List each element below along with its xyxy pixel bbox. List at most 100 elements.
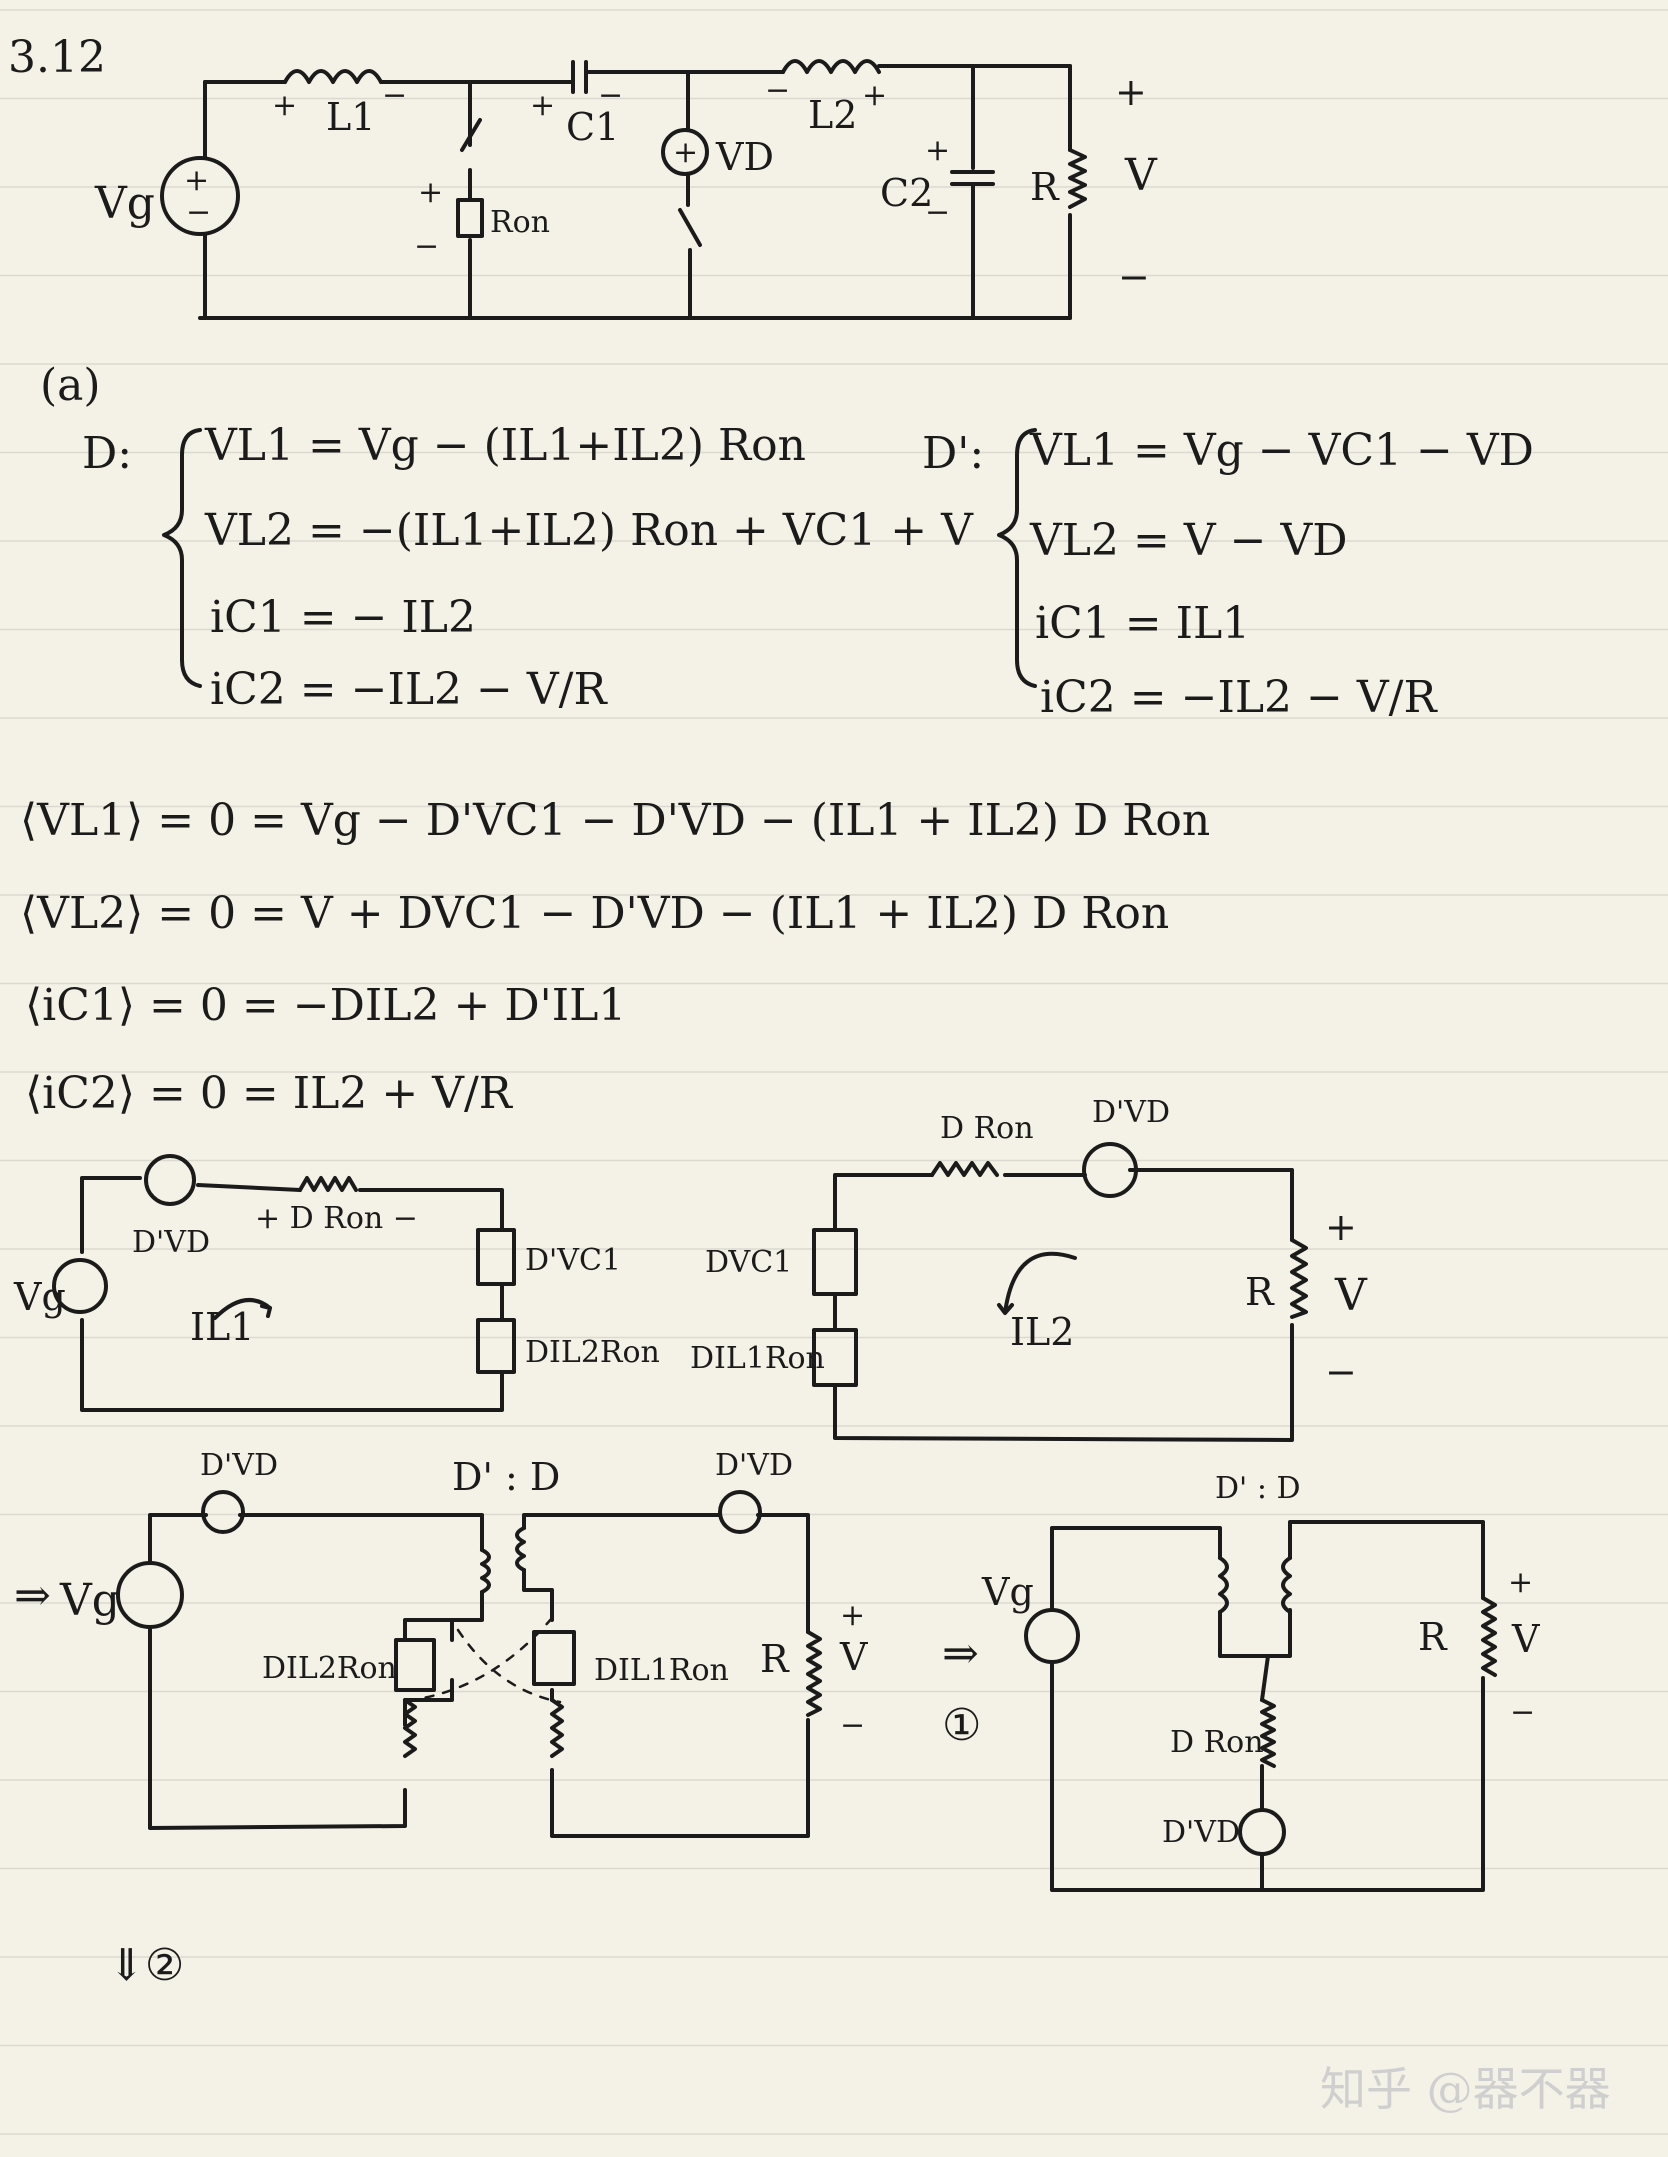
- left-src2-symbol: [476, 1228, 516, 1286]
- tx-src-left-label: D'VD: [200, 1448, 278, 1483]
- label-vg: Vg: [94, 178, 155, 229]
- d-eq-3: iC1 = − IL2: [210, 592, 476, 643]
- label-vd: VD: [715, 135, 774, 179]
- problem-number: 3.12: [8, 32, 106, 83]
- interval-d-brace: [162, 428, 202, 688]
- label-c2: C2: [880, 171, 933, 215]
- tx-out-plus: +: [840, 1598, 865, 1633]
- c1-minus: −: [598, 78, 623, 113]
- tx-primary-coil: [480, 1548, 491, 1594]
- vg-minus: −: [186, 195, 211, 230]
- vd-source-sign: +: [673, 135, 698, 170]
- final-out-minus: −: [1510, 1695, 1535, 1730]
- left-src2-label: D'VC1: [525, 1243, 621, 1278]
- dp-eq-3: iC1 = IL1: [1035, 598, 1250, 649]
- final-loop-wire: [1050, 1520, 1485, 1892]
- final-model-circuit: ⇒ ① Vg D' : D D Ron D'VD R + V −: [942, 1471, 1540, 1892]
- tx-vg-label: Vg: [59, 1575, 120, 1626]
- tx-dep-right-symbol: [532, 1630, 576, 1686]
- final-vg-symbol: [1024, 1608, 1080, 1664]
- d-eq-2: VL2 = −(IL1+IL2) Ron + VC1 + V: [204, 505, 974, 556]
- final-out-plus: +: [1508, 1565, 1533, 1600]
- right-src1-label: D'VD: [1092, 1095, 1170, 1130]
- left-vg-label: Vg: [13, 1275, 66, 1319]
- right-src3-label: DIL1Ron: [690, 1341, 825, 1376]
- dp-eq-2: VL2 = V − VD: [1029, 515, 1348, 566]
- left-vg-symbol: [52, 1258, 108, 1314]
- avg-eq-2: ⟨VL2⟩ = 0 = V + DVC1 − D'VD − (IL1 + IL2…: [20, 888, 1169, 939]
- capacitor-c1-symbol: [571, 60, 588, 94]
- tx-load-symbol: [806, 1630, 822, 1717]
- diode-branch-wire: [678, 70, 702, 320]
- interval-d-label: D:: [82, 428, 132, 479]
- final-src-label: D'VD: [1162, 1815, 1240, 1850]
- final-secondary-coil: [1281, 1556, 1292, 1614]
- inductor-l2-symbol: [781, 59, 881, 74]
- switch-branch-wire: [460, 80, 482, 320]
- tx-arrow: ⇒: [14, 1570, 51, 1621]
- left-loop-wire: [80, 1176, 504, 1412]
- vg-plus: +: [184, 163, 209, 198]
- dp-eq-1: VL1 = Vg − VC1 − VD: [1029, 425, 1534, 476]
- tx-out-minus: −: [840, 1708, 865, 1743]
- final-out-label: V: [1511, 1617, 1540, 1661]
- avg-eq-4: ⟨iC2⟩ = 0 = IL2 + V/R: [25, 1068, 514, 1119]
- left-res-symbol: [298, 1176, 358, 1192]
- l2-minus: −: [765, 73, 790, 108]
- watermark: 知乎 @器不器: [1320, 2062, 1611, 2116]
- ron-resistor-symbol: [456, 198, 484, 238]
- ron-plus: +: [418, 175, 443, 210]
- tx-src-right-label: D'VD: [715, 1448, 793, 1483]
- right-load-symbol: [1290, 1238, 1308, 1319]
- label-v: V: [1124, 150, 1158, 201]
- vd-source-symbol: [661, 128, 709, 176]
- interval-d-block: D: VL1 = Vg − (IL1+IL2) Ron VL2 = −(IL1+…: [82, 420, 974, 715]
- d-eq-4: iC2 = −IL2 − V/R: [210, 664, 608, 715]
- right-out-minus: −: [1325, 1350, 1357, 1394]
- top-circuit: L1 + − C1 + − L2 − + Ron + − VD + Vg + −…: [94, 59, 1158, 320]
- l1-minus: −: [382, 78, 407, 113]
- final-vg-label: Vg: [981, 1570, 1034, 1614]
- l2-plus: +: [862, 78, 887, 113]
- dp-eq-4: iC2 = −IL2 − V/R: [1040, 672, 1438, 723]
- ron-minus: −: [414, 229, 439, 264]
- averaged-equations: ⟨VL1⟩ = 0 = Vg − D'VC1 − D'VD − (IL1 + I…: [20, 795, 1210, 1119]
- right-averaged-circuit: D Ron D'VD DVC1 DIL1Ron IL2 R + V −: [690, 1095, 1368, 1442]
- tx-right-loop-wire: [522, 1513, 810, 1838]
- avg-eq-1: ⟨VL1⟩ = 0 = Vg − D'VC1 − D'VD − (IL1 + I…: [20, 795, 1210, 846]
- right-current-arrow: [997, 1251, 1077, 1315]
- interval-dprime-label: D':: [922, 428, 984, 479]
- c2-plus: +: [925, 133, 950, 168]
- part-label: (a): [40, 360, 101, 411]
- tx-out-label: V: [839, 1635, 868, 1679]
- right-out-plus: +: [1325, 1205, 1357, 1249]
- tx-left-res-symbol: [403, 1698, 417, 1758]
- c2-minus: −: [925, 195, 950, 230]
- tx-right-res-symbol: [550, 1698, 564, 1758]
- left-src1-symbol: [144, 1154, 196, 1206]
- right-current-label: IL2: [1010, 1310, 1074, 1354]
- final-step-label: ①: [942, 1700, 981, 1751]
- right-out-label: V: [1334, 1270, 1368, 1321]
- interval-dprime-block: D': VL1 = Vg − VC1 − VD VL2 = V − VD iC1…: [922, 425, 1534, 723]
- tx-step-label: ⇓②: [108, 1940, 184, 1991]
- tx-dep-left-label: DIL2Ron: [262, 1651, 397, 1686]
- final-res-label: D Ron: [1170, 1725, 1264, 1760]
- l1-plus: +: [272, 88, 297, 123]
- left-current-arrow: [213, 1298, 272, 1320]
- d-eq-1: VL1 = Vg − (IL1+IL2) Ron: [204, 420, 806, 471]
- label-l2: L2: [808, 93, 857, 137]
- tx-secondary-coil: [515, 1526, 526, 1572]
- label-l1: L1: [326, 95, 375, 139]
- interval-dprime-brace: [997, 428, 1037, 688]
- c1-plus: +: [530, 88, 555, 123]
- right-src2-label: DVC1: [705, 1245, 792, 1280]
- out-minus: −: [1118, 255, 1150, 299]
- right-loop-wire: [833, 1168, 1294, 1442]
- final-load-symbol: [1481, 1596, 1497, 1677]
- label-ron: Ron: [490, 205, 550, 240]
- tx-vg-symbol: [116, 1561, 184, 1629]
- right-src3-symbol: [812, 1328, 858, 1387]
